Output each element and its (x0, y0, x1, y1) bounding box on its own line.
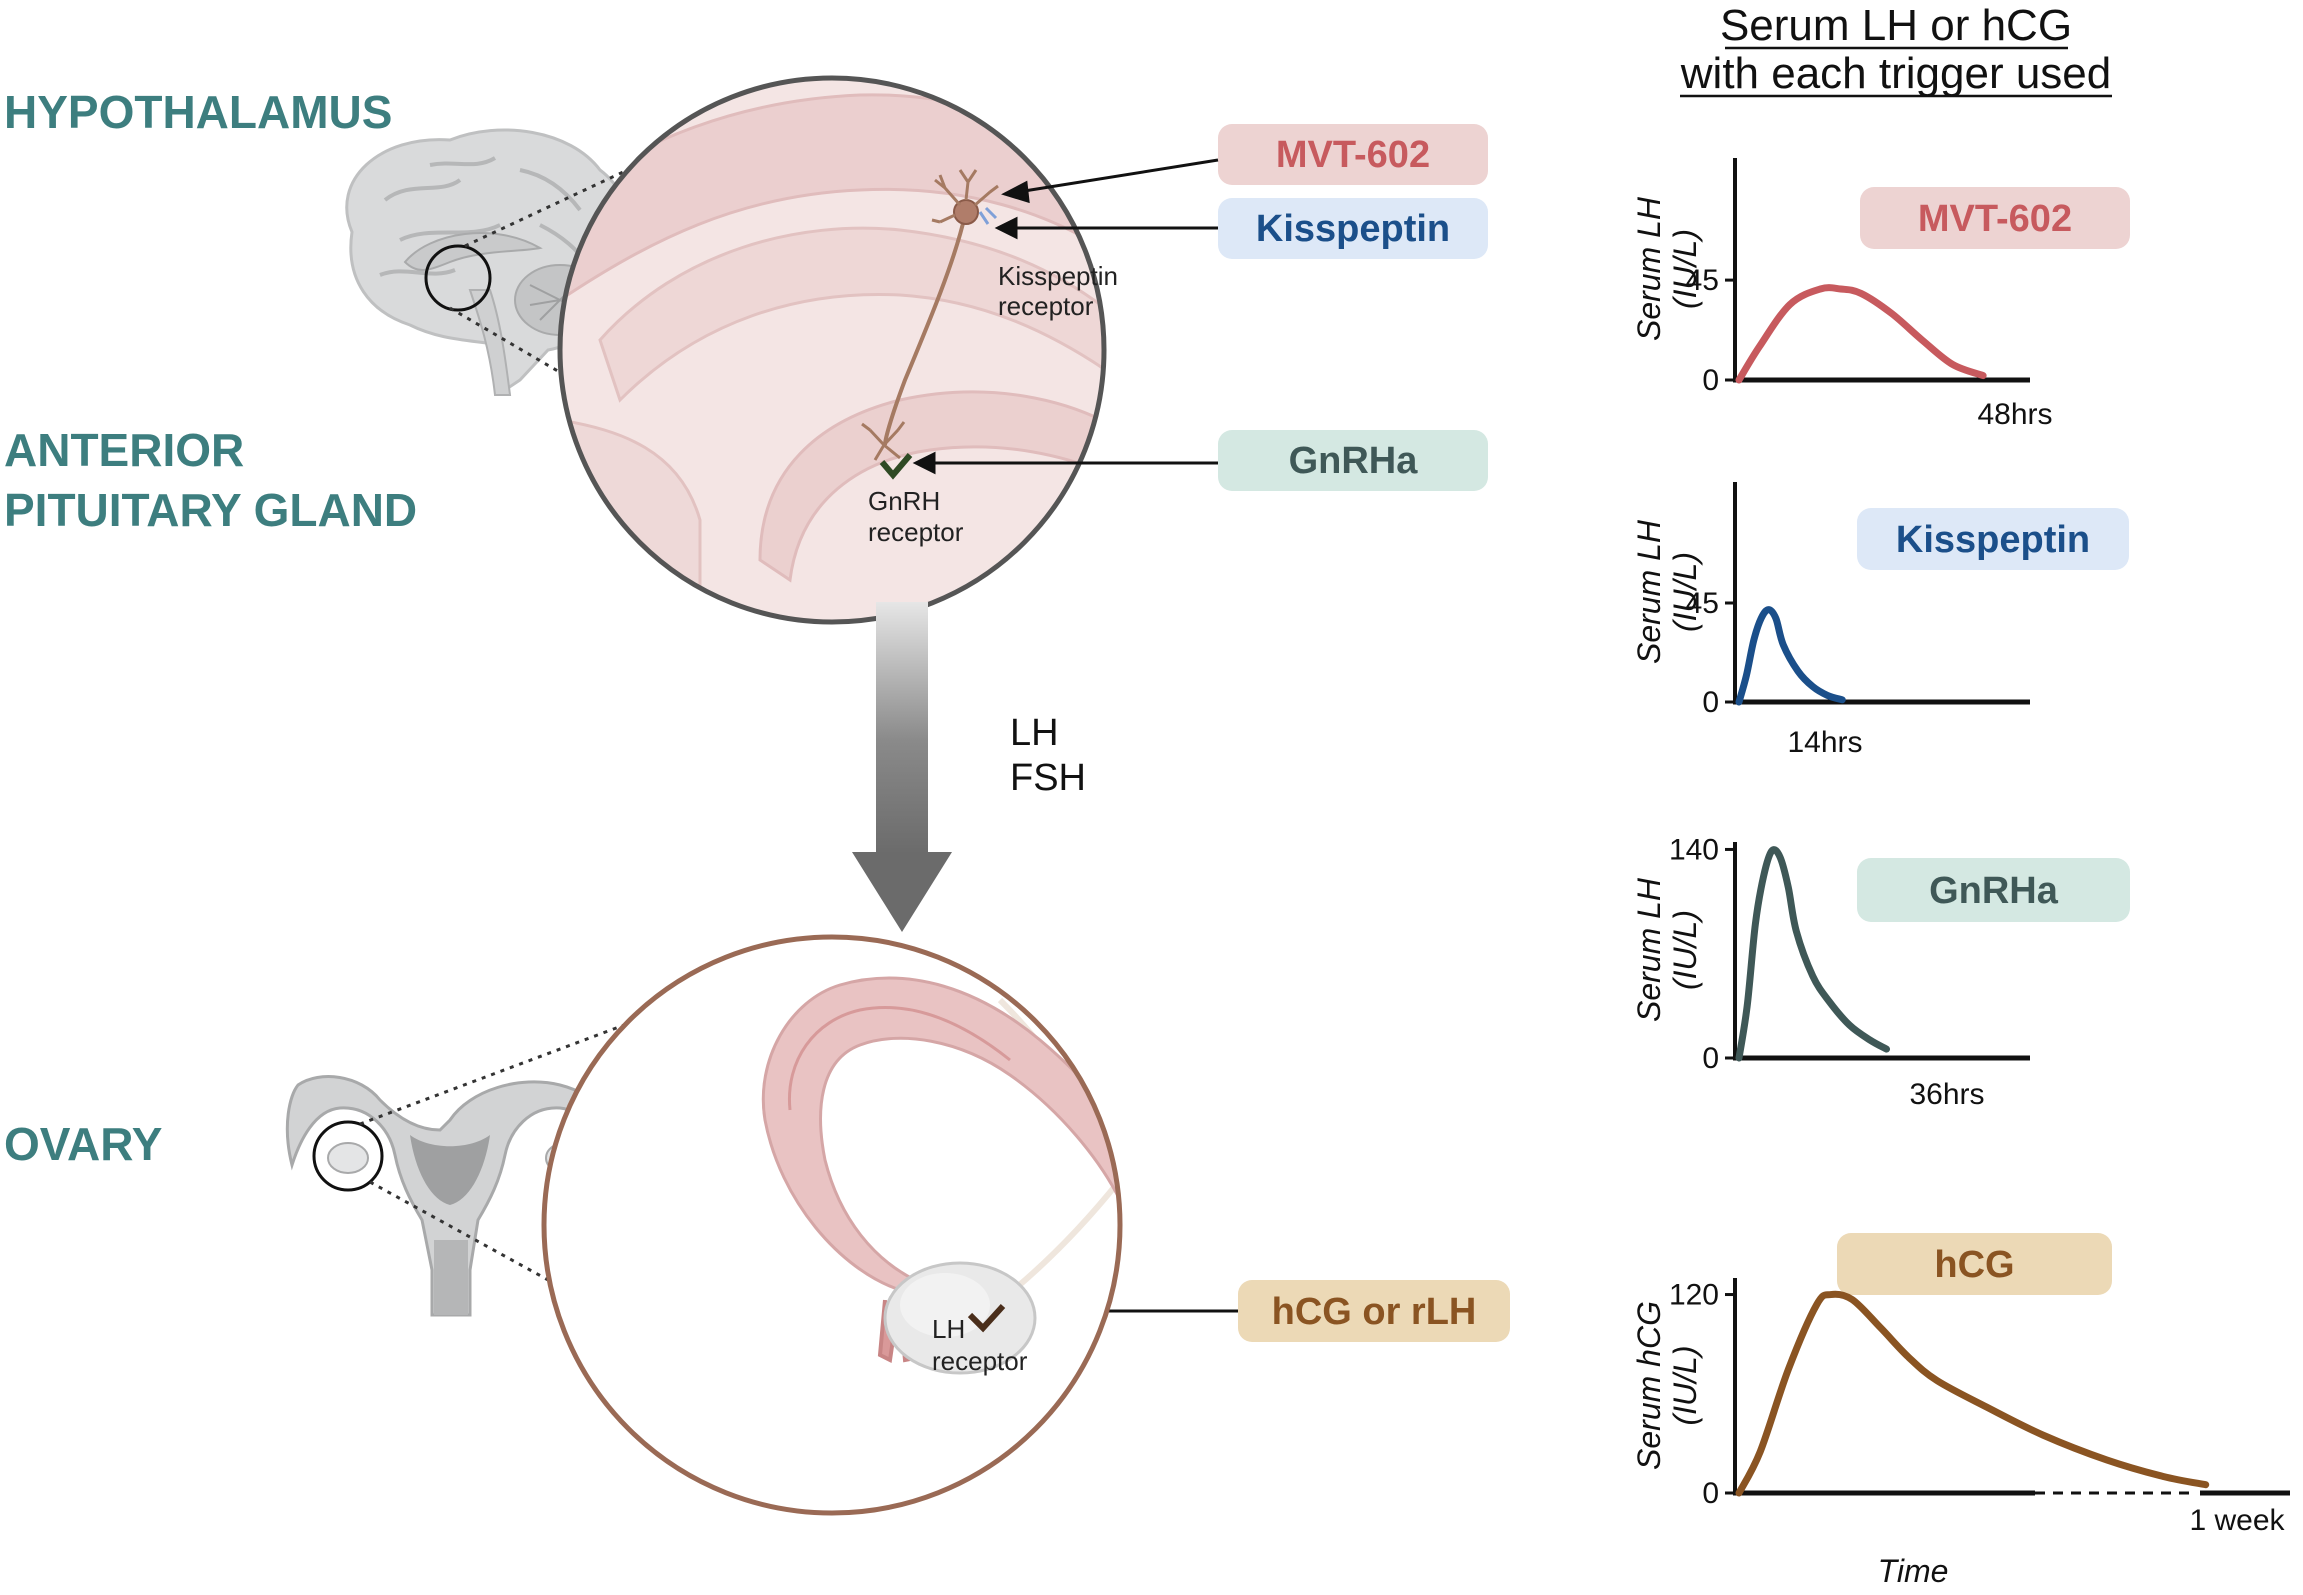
y-axis-label-line2: (IU/L) (1667, 1346, 1703, 1426)
badge-mvt602-label: MVT-602 (1276, 134, 1430, 176)
lh-receptor-line1: LH (932, 1314, 965, 1344)
chart-badge (1857, 858, 2130, 922)
x-end-label: 14hrs (1787, 726, 1862, 759)
time-axis-label: Time (1878, 1553, 1949, 1589)
series-line (1735, 846, 1890, 1062)
region-ovary: OVARY (4, 1118, 162, 1170)
y-tick-label: 45 (1686, 587, 1719, 620)
chart-badge-label: Kisspeptin (1896, 519, 2090, 561)
chart-badge (1857, 508, 2129, 570)
y-axis-label-line1: Serum LH (1631, 196, 1667, 341)
y-axis-label-line1: Serum LH (1631, 519, 1667, 664)
pituitary-to-ovary-arrow (852, 602, 952, 932)
chart-badge (1860, 187, 2130, 249)
ovary-zoom-circle (312, 1120, 384, 1192)
released-hormone-lh: LH (1010, 712, 1059, 754)
chart-badge (1837, 1233, 2112, 1295)
y-tick-label: 140 (1669, 833, 1719, 866)
chart-badge-label: MVT-602 (1918, 198, 2072, 240)
y-tick-label: 0 (1702, 1477, 1719, 1510)
kisspeptin-receptor-line1: Kisspeptin (998, 261, 1118, 291)
arrow-mvt602 (1017, 158, 1219, 194)
y-axis-label-line2: (IU/L) (1667, 910, 1703, 990)
badge-kisspeptin: Kisspeptin (1218, 198, 1488, 259)
region-hypothalamus: HYPOTHALAMUS (4, 86, 392, 138)
badge-gnrha: GnRHa (1218, 430, 1488, 491)
y-axis-label-line1: Serum LH (1631, 877, 1667, 1022)
hypothalamus-zoom (557, 75, 1107, 625)
brain-zoom-circle (424, 244, 492, 312)
kisspeptin-receptor-line2: receptor (998, 291, 1094, 321)
series-line (1735, 284, 1987, 384)
y-tick-label: 120 (1669, 1279, 1719, 1312)
chart-2: 45 0 Serum LH(IU/L) 14hrs Kisspeptin (1631, 482, 2129, 759)
region-pituitary-line1: ANTERIOR (4, 424, 244, 476)
y-tick-label: 0 (1702, 364, 1719, 397)
zoom-line-bottom (449, 306, 663, 434)
x-end-label: 48hrs (1977, 398, 2052, 431)
series-line (1735, 1290, 2210, 1497)
chart-badge-label: GnRHa (1929, 870, 2059, 912)
badge-mvt602: MVT-602 (1218, 124, 1488, 185)
charts-title-line1: Serum LH or hCG (1720, 1, 2072, 50)
released-hormone-fsh: FSH (1010, 757, 1086, 799)
badge-hcg-rlh: hCG or rLH (1238, 1280, 1510, 1342)
x-end-label: 1 week (2189, 1504, 2285, 1537)
lh-receptor-line2: receptor (932, 1346, 1028, 1376)
charts-title-line2: with each trigger used (1680, 49, 2111, 98)
y-axis-label-line2: (IU/L) (1667, 552, 1703, 632)
ovary-zoom (541, 934, 1123, 1516)
chart-1: 45 0 Serum LH(IU/L) 48hrs MVT-602 (1631, 158, 2130, 431)
gnrh-receptor-line1: GnRH (868, 486, 940, 516)
gnrh-receptor-line2: receptor (868, 517, 964, 547)
chart-badge-label: hCG (1934, 1244, 2014, 1286)
y-tick-label: 0 (1702, 1042, 1719, 1075)
y-tick-label: 0 (1702, 686, 1719, 719)
series-line (1735, 606, 1846, 706)
badge-kisspeptin-label: Kisspeptin (1256, 208, 1450, 250)
y-tick-label: 45 (1686, 264, 1719, 297)
x-end-label: 36hrs (1909, 1078, 1984, 1111)
badge-gnrha-label: GnRHa (1289, 440, 1419, 482)
region-pituitary-line2: PITUITARY GLAND (4, 484, 417, 536)
badge-hcg-rlh-label: hCG or rLH (1272, 1291, 1477, 1333)
y-axis-label-line1: Serum hCG (1631, 1301, 1667, 1470)
chart-3: 140 0 Serum LH(IU/L) 36hrs GnRHa (1631, 833, 2130, 1111)
chart-4: 120 0 Serum hCG(IU/L) 1 week hCG (1631, 1233, 2290, 1537)
y-axis-label-line2: (IU/L) (1667, 229, 1703, 309)
